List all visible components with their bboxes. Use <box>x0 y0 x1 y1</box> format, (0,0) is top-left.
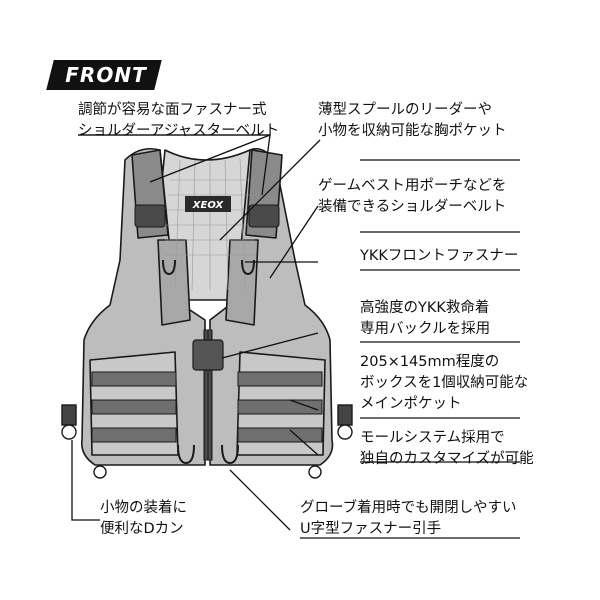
molle-webbing <box>91 371 323 443</box>
brand-logo <box>185 196 231 212</box>
callout-main-pocket: 205×145mm程度のボックスを1個収納可能なメインポケット <box>360 354 529 412</box>
zipper-pulls <box>162 259 255 465</box>
front-badge-label: FRONT <box>65 63 147 87</box>
life-vest-buckle <box>192 339 224 371</box>
callout-d-ring: 小物の装着に便利なDカン <box>100 500 187 537</box>
callout-chest-pocket: 薄型スプールのリーダーや小物を収納可能な胸ポケット <box>318 102 507 139</box>
brand-logo-text: XEOX <box>192 200 225 211</box>
callout-molle: モールシステム採用で独自のカスタマイズが可能 <box>360 430 534 467</box>
shoulder-buckles <box>134 204 280 228</box>
d-rings <box>61 404 353 479</box>
callout-buckle: 高強度のYKK救命着専用バックルを採用 <box>360 300 491 337</box>
leader-lines <box>71 134 520 539</box>
callout-ykk-zipper: YKKフロントファスナー <box>360 248 519 264</box>
callout-shoulder-adjuster: 調節が容易な面ファスナー式ショルダーアジャスターベルト <box>78 102 280 139</box>
callout-shoulder-belt: ゲームベスト用ポーチなどを装備できるショルダーベルト <box>318 178 507 215</box>
